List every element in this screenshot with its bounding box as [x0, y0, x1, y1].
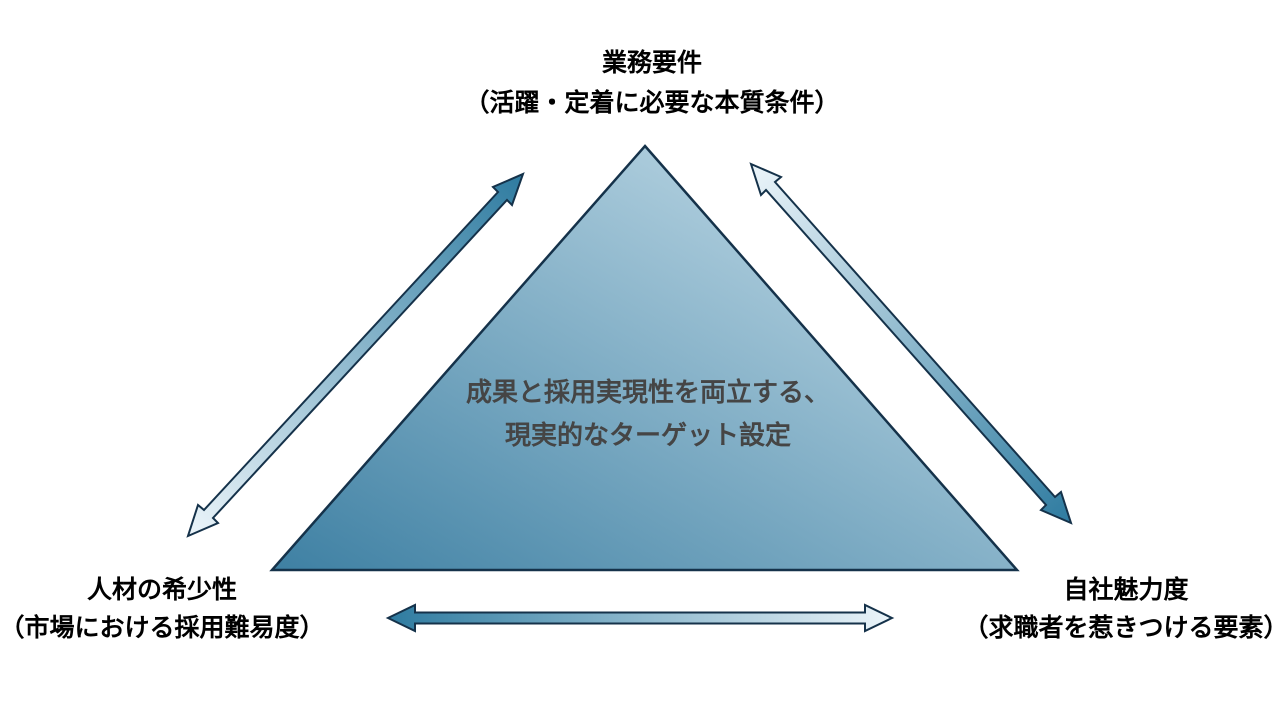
arrow-left-axis [186, 172, 525, 538]
vertex-label-top: 業務要件 （活躍・定着に必要な本質条件） [464, 43, 839, 123]
arrow-right-axis [749, 162, 1073, 525]
vertex-top-subtitle: （活躍・定着に必要な本質条件） [464, 89, 840, 117]
vertex-label-bottom-left: 人材の希少性 （市場における採用難易度） [0, 571, 325, 647]
center-message-line2: 現実的なターゲット設定 [504, 420, 792, 450]
vertex-label-bottom-right: 自社魅力度 （求職者を惹きつける要素） [963, 571, 1280, 647]
vertex-right-subtitle: （求職者を惹きつける要素） [963, 614, 1280, 642]
vertex-left-title: 人材の希少性 [86, 576, 238, 604]
vertex-left-subtitle: （市場における採用難易度） [0, 614, 325, 642]
center-message: 成果と採用実現性を両立する、 現実的なターゲット設定 [466, 371, 830, 457]
center-message-line1: 成果と採用実現性を両立する、 [465, 377, 831, 407]
triangle-shape [269, 144, 1020, 572]
vertex-top-title: 業務要件 [601, 49, 703, 77]
vertex-right-title: 自社魅力度 [1063, 576, 1189, 604]
arrow-bottom-axis [385, 603, 895, 633]
